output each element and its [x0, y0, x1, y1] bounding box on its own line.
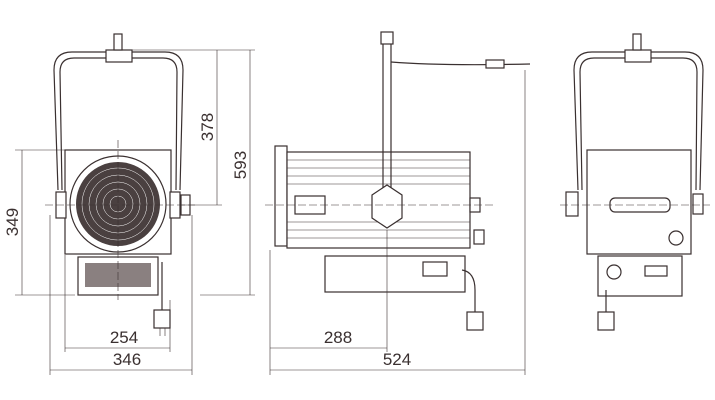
dim-349: 349 — [3, 208, 22, 236]
dim-593: 593 — [231, 151, 250, 179]
front-view — [45, 33, 195, 336]
front-top-clamp — [105, 49, 133, 63]
side-pivot-knob — [371, 184, 403, 229]
side-view — [265, 31, 531, 331]
side-stand-arm — [382, 40, 392, 190]
dim-346: 346 — [113, 350, 141, 369]
side-rear-plate — [274, 145, 288, 247]
dimension-lines — [15, 49, 526, 375]
dim-288: 288 — [324, 328, 352, 347]
side-power-cord — [461, 269, 476, 312]
dim-524: 524 — [383, 350, 411, 369]
power-plug — [153, 309, 171, 329]
dim-378: 378 — [198, 113, 217, 141]
dim-254: 254 — [110, 328, 138, 347]
side-cable — [390, 61, 531, 66]
back-view — [560, 33, 710, 331]
